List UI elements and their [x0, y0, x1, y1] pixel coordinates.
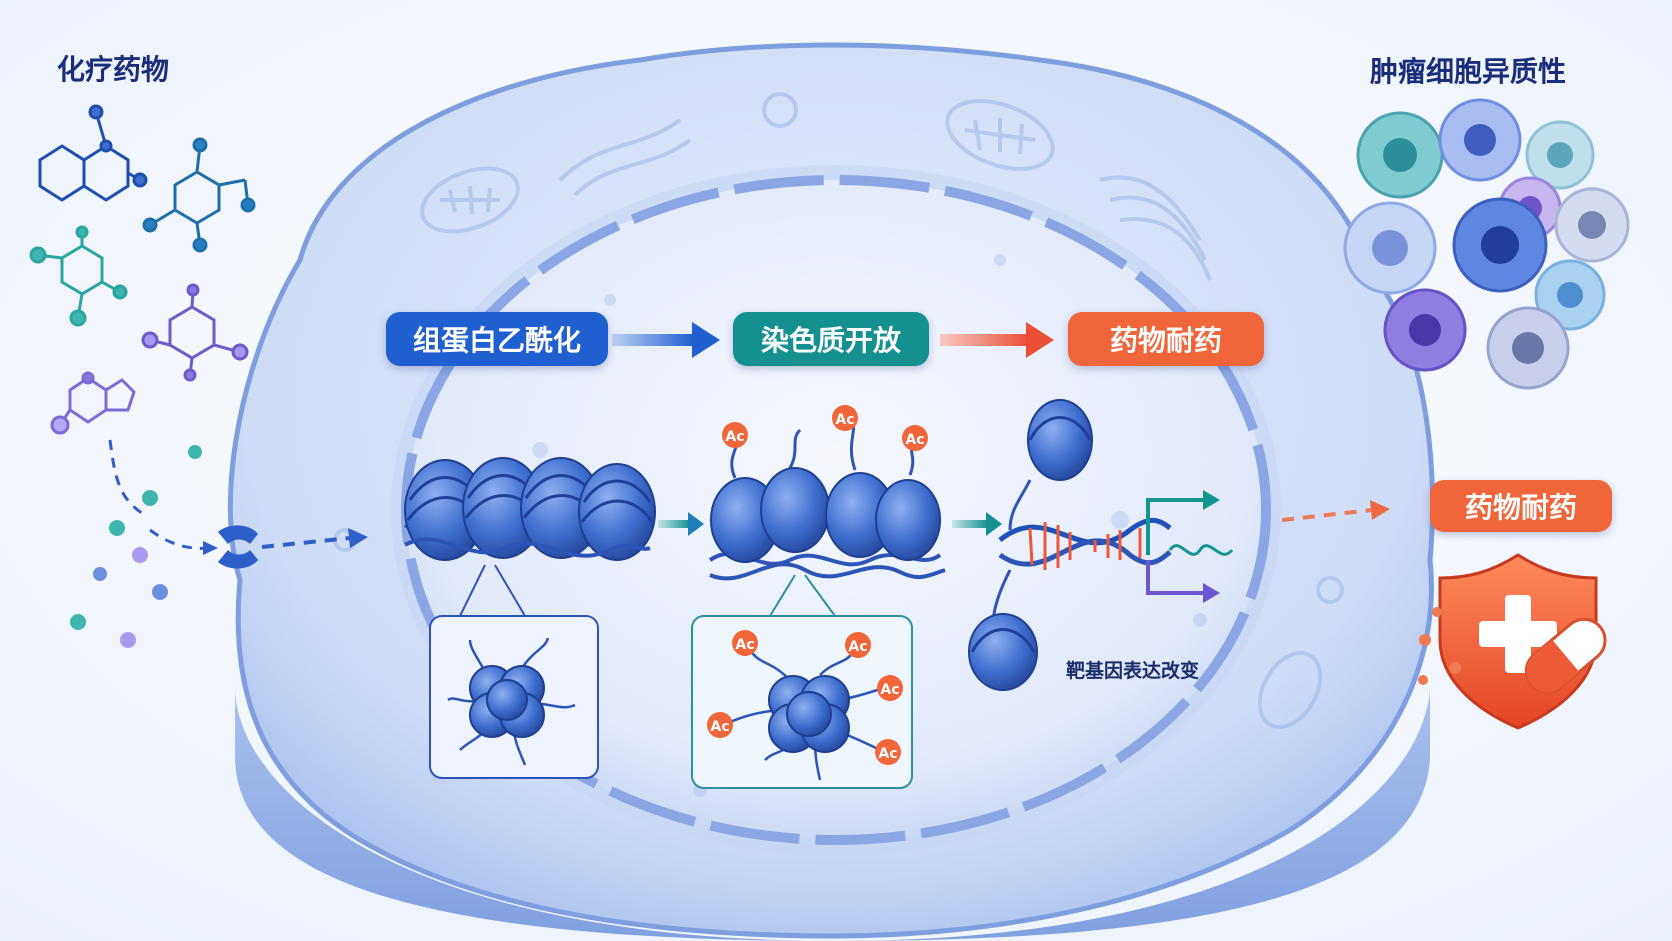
acetyl-tag: Ac	[722, 422, 748, 448]
heterogeneity-title: 肿瘤细胞异质性	[1370, 55, 1567, 88]
tumor-cell-icon	[1383, 288, 1467, 372]
step-histone-acetylation: 组蛋白乙酰化	[386, 312, 608, 366]
svg-text:Ac: Ac	[880, 682, 899, 698]
process-arrows	[612, 322, 1054, 358]
acetyl-tag: Ac	[832, 405, 858, 431]
step-drug-resistance: 药物耐药	[1068, 312, 1264, 366]
dna-helix-icon	[991, 479, 1172, 641]
acetyl-tag: Ac	[707, 712, 733, 738]
tumor-cell-icon	[1438, 98, 1522, 182]
condensed-chromatin	[403, 457, 656, 561]
tumor-cell-icon	[1356, 111, 1444, 199]
svg-text:Ac: Ac	[848, 639, 867, 655]
acetyl-tag: Ac	[875, 739, 901, 765]
acetyl-tag: Ac	[732, 630, 758, 656]
molecule-icon	[29, 225, 128, 327]
tumor-cell-icon	[1554, 187, 1630, 263]
receptor-icon	[218, 525, 258, 569]
exit-arrow	[1281, 508, 1373, 522]
svg-text:Ac: Ac	[878, 746, 897, 762]
molecule-icon	[50, 371, 136, 435]
molecule-icon	[142, 137, 256, 253]
step-arrow-1	[658, 512, 704, 536]
tumor-cell-icon	[1525, 120, 1595, 190]
molecule-icon	[141, 283, 249, 382]
nucleosome-icon	[968, 613, 1038, 691]
acetyl-tag: Ac	[877, 675, 903, 701]
drug-particles	[70, 439, 218, 648]
tumor-cell-icon	[1486, 306, 1570, 390]
step-chromatin-opening: 染色质开放	[733, 312, 929, 366]
svg-text:Ac: Ac	[905, 432, 924, 448]
nucleosome-icon	[447, 637, 576, 766]
svg-text:Ac: Ac	[710, 719, 729, 735]
svg-text:Ac: Ac	[835, 412, 854, 428]
expression-arrows	[1146, 490, 1234, 603]
outcome-drug-resistance: 药物耐药	[1430, 480, 1612, 532]
entry-arrow	[261, 536, 351, 549]
tumor-cell-icon	[1343, 201, 1437, 295]
chemo-molecules	[29, 104, 256, 435]
chemo-title: 化疗药物	[57, 53, 170, 86]
pill-capsule-icon	[1524, 617, 1607, 694]
nucleosome-icon	[875, 479, 941, 561]
svg-text:Ac: Ac	[725, 429, 744, 445]
step-arrow-2	[952, 512, 1002, 536]
tumor-cell-icon	[1452, 197, 1548, 293]
acetylated-callout: Ac Ac Ac Ac Ac	[691, 574, 913, 789]
histone-callout	[429, 564, 599, 779]
molecule-icon	[38, 104, 148, 202]
tumor-cluster	[1343, 98, 1630, 390]
acetyl-tag: Ac	[902, 425, 928, 451]
nucleosome-icon	[578, 463, 656, 561]
nucleosome-icon	[760, 467, 830, 553]
tumor-cell-icon	[1534, 259, 1606, 331]
acetyl-tag: Ac	[845, 632, 871, 658]
nucleosome-icon	[1027, 399, 1093, 481]
svg-text:Ac: Ac	[735, 637, 754, 653]
pill-dots	[1418, 607, 1461, 685]
gene-expression-label: 靶基因表达改变	[1066, 660, 1200, 682]
open-chromatin: Ac Ac Ac	[708, 405, 946, 581]
